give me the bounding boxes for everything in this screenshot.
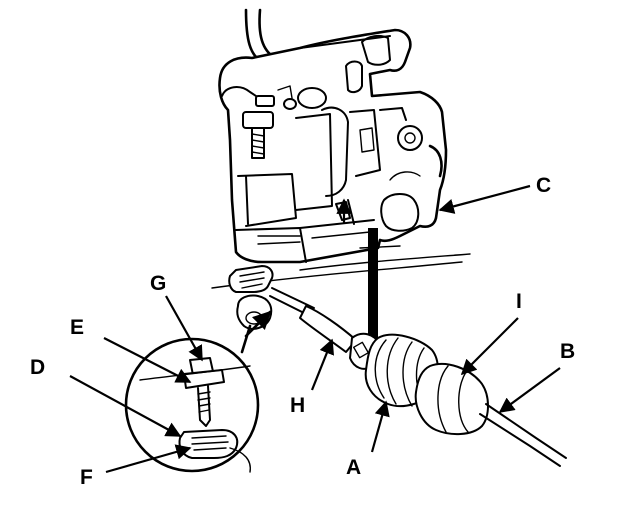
label-h: H xyxy=(290,394,305,417)
callout-labels: C I B H A G E D F xyxy=(30,174,575,489)
label-b: B xyxy=(560,340,575,363)
leader-arrows xyxy=(69,184,561,474)
label-a: A xyxy=(346,456,361,479)
mounting-bolt-icon xyxy=(242,95,275,159)
detail-magnifier xyxy=(124,310,272,473)
label-g: G xyxy=(150,272,166,295)
label-i: I xyxy=(516,290,522,313)
cable-clip-icon xyxy=(228,265,274,293)
cable-routing xyxy=(359,228,401,338)
grommet-icon xyxy=(236,294,273,330)
label-f: F xyxy=(80,466,93,489)
label-c: C xyxy=(536,174,551,197)
panel-edge-line-2 xyxy=(299,253,471,271)
label-e: E xyxy=(70,316,84,339)
label-d: D xyxy=(30,356,45,379)
lock-cable xyxy=(269,287,567,467)
door-latch-assembly xyxy=(218,8,448,264)
clip-detail-icon xyxy=(178,429,239,459)
